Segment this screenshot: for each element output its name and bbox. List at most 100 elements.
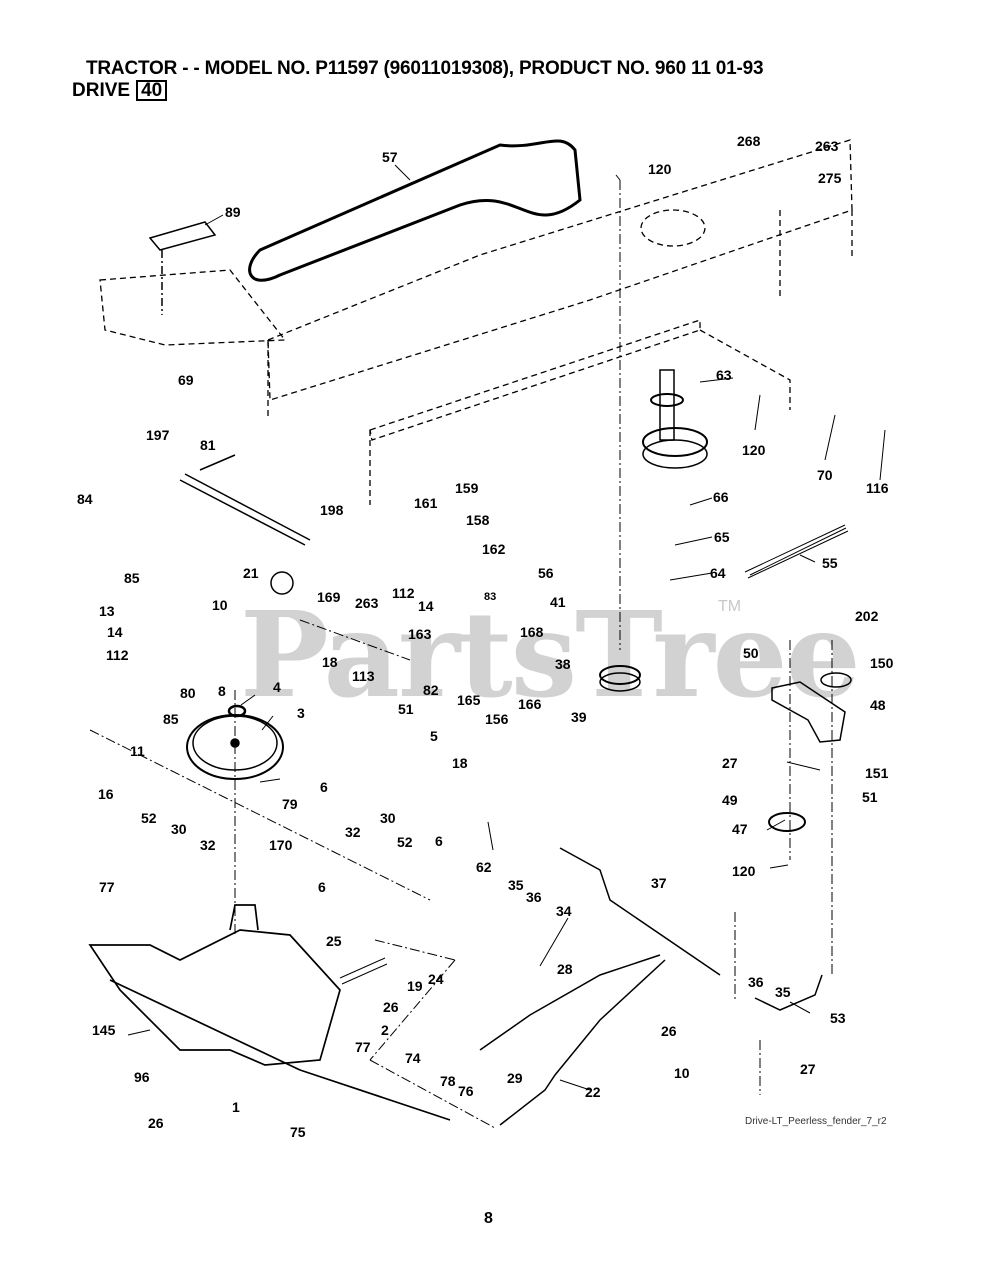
callout-label: 30 [171, 821, 187, 837]
belt-57 [248, 139, 582, 282]
transaxle-1 [88, 904, 451, 1121]
callout-label: 198 [320, 502, 344, 518]
callout-label: 18 [322, 654, 338, 670]
bracket-48 [771, 681, 846, 743]
washer-150 [820, 672, 852, 688]
callout-label: 47 [732, 821, 748, 837]
pulley-63 [642, 369, 708, 469]
callout-label: 39 [571, 709, 587, 725]
callout-label: 19 [407, 978, 423, 994]
callout-label: 29 [507, 1070, 523, 1086]
watermark-trademark: TM [718, 598, 742, 615]
callout-label: 116 [866, 480, 889, 496]
callout-label: 76 [458, 1083, 474, 1099]
rod-37 [559, 847, 721, 976]
callout-label: 50 [743, 645, 759, 661]
callout-label: 268 [737, 133, 761, 149]
callout-label: 66 [713, 489, 729, 505]
callout-label: 52 [141, 810, 157, 826]
callout-label: 48 [870, 697, 886, 713]
callout-label: 6 [318, 879, 326, 895]
callout-label: 263 [355, 595, 379, 611]
callout-label: 21 [243, 565, 259, 581]
callout-leader-lines [127, 164, 886, 1091]
callout-label: 79 [282, 796, 298, 812]
watermark: PartsTree [240, 585, 861, 724]
callout-label: 4 [273, 679, 281, 695]
center-lines [89, 180, 833, 1129]
callout-label: 84 [77, 491, 93, 507]
callout-label: 78 [440, 1073, 456, 1089]
callout-label: 82 [423, 682, 439, 698]
callout-label: 3 [297, 705, 305, 721]
callout-label: 202 [855, 608, 879, 624]
callout-label: 49 [722, 792, 738, 808]
callout-label: 150 [870, 655, 894, 671]
callout-label: 275 [818, 170, 842, 186]
callout-label: 63 [716, 367, 732, 383]
callout-label: 120 [648, 161, 672, 177]
callout-label: 81 [200, 437, 216, 453]
callout-label: 2 [381, 1022, 389, 1038]
callout-label: 158 [466, 512, 490, 528]
section-name: DRIVE [72, 80, 131, 101]
callout-label: 27 [800, 1061, 816, 1077]
callout-label: 27 [722, 755, 738, 771]
callout-label: 51 [862, 789, 878, 805]
section-number-badge: 40 [136, 80, 168, 101]
callout-label: 34 [556, 903, 572, 919]
pulley-47 [768, 812, 806, 832]
spring-25 [339, 957, 388, 985]
page-number: 8 [484, 1210, 493, 1227]
callout-label: 159 [455, 480, 479, 496]
callout-label: 10 [212, 597, 228, 613]
callout-label: 69 [178, 372, 194, 388]
callout-label: 18 [452, 755, 468, 771]
callout-label: 263 [815, 138, 839, 154]
callout-label: 168 [520, 624, 544, 640]
callout-label: 64 [710, 565, 726, 581]
callout-label: 77 [99, 879, 115, 895]
page-title: TRACTOR - - MODEL NO. P11597 (9601101930… [86, 58, 764, 79]
callout-label: 25 [326, 933, 342, 949]
pulley-38 [599, 665, 641, 692]
callout-label: 80 [180, 685, 196, 701]
callout-label: 151 [865, 765, 889, 781]
callout-label: 10 [674, 1065, 690, 1081]
rod-53 [754, 974, 823, 1011]
callout-label: 35 [508, 877, 524, 893]
callout-label: 41 [550, 594, 566, 610]
callout-label: 113 [352, 668, 375, 684]
callout-label: 85 [163, 711, 179, 727]
callout-label: 35 [775, 984, 791, 1000]
spring-55 [744, 524, 849, 579]
washer-4 [227, 704, 247, 718]
callout-label: 169 [317, 589, 341, 605]
callout-label: 32 [345, 824, 361, 840]
callout-label: 75 [290, 1124, 306, 1140]
callout-label: 6 [320, 779, 328, 795]
callout-label: 30 [380, 810, 396, 826]
callout-label: 38 [555, 656, 571, 672]
callout-label: 166 [518, 696, 542, 712]
callout-label: 70 [817, 467, 833, 483]
callout-label: 5 [430, 728, 438, 744]
callout-label: 77 [355, 1039, 371, 1055]
callout-label: 112 [106, 647, 129, 663]
callout-label: 120 [732, 863, 756, 879]
shaft-81 [179, 454, 311, 546]
callout-label: 8 [218, 683, 226, 699]
callout-label: 14 [107, 624, 123, 640]
callout-label: 145 [92, 1022, 116, 1038]
drawing-reference: Drive-LT_Peerless_fender_7_r2 [745, 1116, 887, 1127]
callout-label: 6 [435, 833, 443, 849]
callout-label: 163 [408, 626, 432, 642]
ball-21 [270, 571, 294, 595]
rod-22 [499, 959, 666, 1126]
callout-label: 156 [485, 711, 509, 727]
callout-label: 57 [382, 149, 398, 165]
callout-label: 56 [538, 565, 554, 581]
callout-label: 83 [484, 591, 497, 603]
